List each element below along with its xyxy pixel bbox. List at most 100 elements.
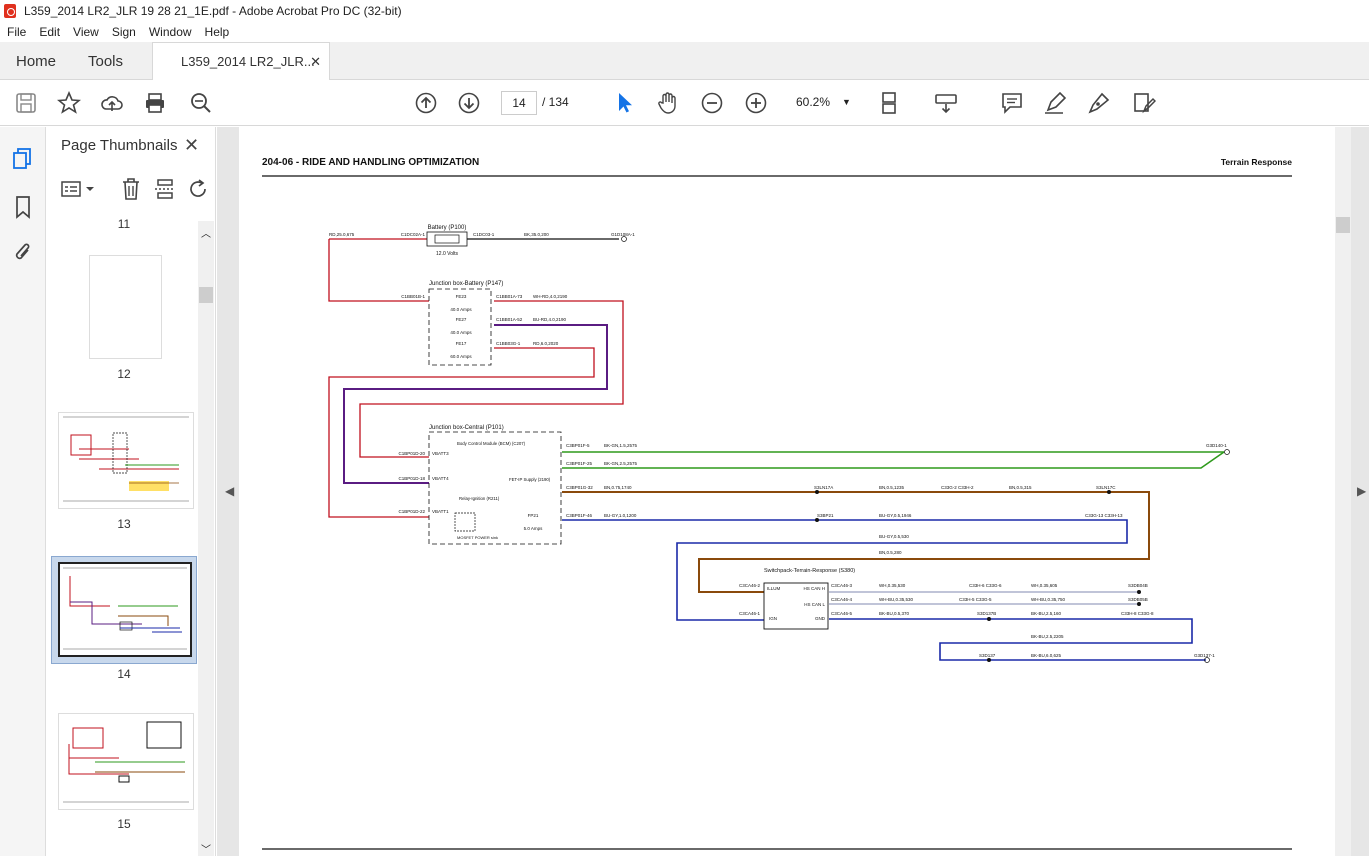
attachment-icon[interactable] — [12, 241, 34, 265]
svg-text:BK-GN,2.5,2575: BK-GN,2.5,2575 — [604, 461, 638, 466]
zoom-out-icon[interactable] — [700, 91, 724, 115]
svg-text:C3BP01F-46: C3BP01F-46 — [566, 513, 593, 518]
thumbnail-page-12[interactable] — [89, 255, 162, 359]
svg-text:5.0 Amps: 5.0 Amps — [524, 526, 544, 531]
comment-icon[interactable] — [1000, 91, 1024, 115]
splice-s3db04b — [1137, 590, 1141, 594]
collapse-left-icon[interactable]: ◀ — [225, 484, 235, 498]
svg-text:BU-RD,4.0,2190: BU-RD,4.0,2190 — [533, 317, 567, 322]
rotate-page-icon[interactable] — [188, 177, 210, 201]
search-zoom-icon[interactable] — [189, 91, 213, 115]
keyboard-scroll-icon[interactable] — [934, 91, 958, 115]
tab-tools[interactable]: Tools — [88, 52, 124, 70]
svg-text:C1BB01B-1: C1BB01B-1 — [401, 294, 425, 299]
print-icon[interactable] — [143, 91, 167, 115]
wire-bk-gn2 — [562, 451, 1225, 469]
expand-right-icon[interactable]: ▶ — [1357, 484, 1367, 498]
select-cursor-icon[interactable] — [612, 91, 636, 115]
thumb-label-11: 11 — [117, 217, 131, 231]
hand-tool-icon[interactable] — [656, 91, 680, 115]
left-rail — [0, 127, 46, 856]
document-scrollbar[interactable] — [1335, 127, 1351, 856]
wire-battery-to-jbb — [328, 239, 429, 302]
thumbnail-page-13[interactable] — [58, 412, 194, 509]
svg-text:C3CA46-4: C3CA46-4 — [831, 597, 853, 602]
svg-text:G3D137-1: G3D137-1 — [1194, 653, 1215, 658]
wire-bn075 — [562, 491, 1150, 593]
menu-file[interactable]: File — [7, 25, 27, 39]
svg-text:S3DB05B: S3DB05B — [1128, 597, 1148, 602]
zoom-select[interactable]: 60.2%▼ — [788, 91, 856, 115]
thumbnail-scrollbar[interactable]: ︿ ﹀ — [198, 221, 214, 856]
highlight-pen-icon[interactable] — [1043, 91, 1067, 115]
delete-page-icon[interactable] — [120, 177, 142, 201]
options-menu-icon[interactable] — [60, 179, 96, 199]
svg-text:BN,0.75,1740: BN,0.75,1740 — [604, 485, 632, 490]
tab-bar: Home Tools L359_2014 LR2_JLR... ✕ — [0, 42, 1369, 80]
scroll-up-icon[interactable]: ︿ — [201, 229, 211, 240]
svg-text:C33G-2 C33H-2: C33G-2 C33H-2 — [941, 485, 974, 490]
menu-help[interactable]: Help — [204, 25, 230, 39]
next-page-icon[interactable] — [457, 91, 481, 115]
svg-text:RD,6.0,2020: RD,6.0,2020 — [533, 341, 559, 346]
svg-text:FE17: FE17 — [456, 341, 467, 346]
zoom-value: 60.2% — [796, 95, 831, 109]
page-number-input[interactable]: 14 — [501, 91, 537, 115]
svg-text:C1BB01A-73: C1BB01A-73 — [496, 294, 523, 299]
panel-title: Page Thumbnails — [61, 137, 178, 154]
thumb-14-diagram — [63, 567, 187, 650]
star-icon[interactable] — [57, 91, 81, 115]
svg-text:HS CAN H: HS CAN H — [803, 586, 825, 591]
thumbnail-page-15[interactable] — [58, 713, 194, 810]
svg-text:12.0 Volts: 12.0 Volts — [436, 251, 458, 257]
tab-document-label: L359_2014 LR2_JLR... — [181, 54, 315, 69]
svg-text:WH,0.35,605: WH,0.35,605 — [1031, 583, 1058, 588]
svg-text:VBATT3: VBATT3 — [432, 451, 449, 456]
svg-text:WH-BU,0.35,530: WH-BU,0.35,530 — [879, 597, 914, 602]
svg-text:Switchpack-Terrain-Response (S: Switchpack-Terrain-Response (S380) — [764, 568, 855, 574]
svg-text:60.0 Amps: 60.0 Amps — [450, 354, 472, 359]
bookmark-icon[interactable] — [14, 195, 32, 219]
page-thumbnails-icon[interactable] — [12, 147, 34, 171]
fill-sign-icon[interactable] — [1132, 91, 1156, 115]
menu-bar: File Edit View Sign Window Help — [0, 22, 1369, 42]
svg-text:G1D108A-1: G1D108A-1 — [611, 232, 635, 237]
menu-window[interactable]: Window — [148, 25, 192, 39]
acrobat-pdf-icon — [4, 4, 16, 18]
fit-page-icon[interactable] — [878, 91, 902, 115]
close-panel-icon[interactable]: ✕ — [184, 135, 200, 155]
thumbnails-panel: Page Thumbnails ✕ 11 12 13 14 15 ︿ ﹀ — [46, 127, 216, 856]
page-header-right: Terrain Response — [1221, 157, 1292, 167]
svg-text:S3LN17C: S3LN17C — [1096, 485, 1116, 490]
thumbnail-page-14-selected[interactable] — [51, 556, 197, 664]
page-total: / 134 — [542, 95, 569, 109]
svg-text:C3CA46-2: C3CA46-2 — [739, 583, 761, 588]
menu-sign[interactable]: Sign — [111, 25, 136, 39]
svg-text:BK-BU,2.5,2205: BK-BU,2.5,2205 — [1031, 634, 1064, 639]
thumb-13-diagram — [63, 416, 189, 502]
svg-text:FE27: FE27 — [456, 317, 467, 322]
previous-page-icon[interactable] — [414, 91, 438, 115]
tab-home[interactable]: Home — [16, 52, 57, 70]
svg-text:MOSFET POWER sink: MOSFET POWER sink — [457, 535, 498, 540]
extract-pages-icon[interactable] — [154, 177, 176, 201]
svg-text:S3DB04B: S3DB04B — [1128, 583, 1148, 588]
junction-box-battery — [428, 288, 492, 366]
menu-edit[interactable]: Edit — [39, 25, 61, 39]
close-tab-icon[interactable]: ✕ — [310, 54, 321, 69]
svg-text:C33H-6 C33G-6: C33H-6 C33G-6 — [969, 583, 1002, 588]
sign-pen-icon[interactable] — [1087, 91, 1111, 115]
splice-s3db05b — [1137, 602, 1141, 606]
upload-cloud-icon[interactable] — [100, 91, 124, 115]
scroll-down-icon[interactable]: ﹀ — [201, 845, 211, 856]
svg-text:BU-GY,0.5,530: BU-GY,0.5,530 — [879, 534, 909, 539]
svg-text:G3D140-1: G3D140-1 — [1206, 443, 1227, 448]
tab-document[interactable]: L359_2014 LR2_JLR... ✕ — [152, 42, 330, 80]
svg-text:BU-GY,0.5,1946: BU-GY,0.5,1946 — [879, 513, 912, 518]
zoom-in-icon[interactable] — [744, 91, 768, 115]
document-scroll-thumb[interactable] — [1336, 217, 1350, 233]
save-icon[interactable] — [14, 91, 38, 115]
menu-view[interactable]: View — [73, 25, 99, 39]
svg-text:WH,0.35,530: WH,0.35,530 — [879, 583, 906, 588]
thumbnail-scroll-thumb[interactable] — [199, 287, 213, 303]
